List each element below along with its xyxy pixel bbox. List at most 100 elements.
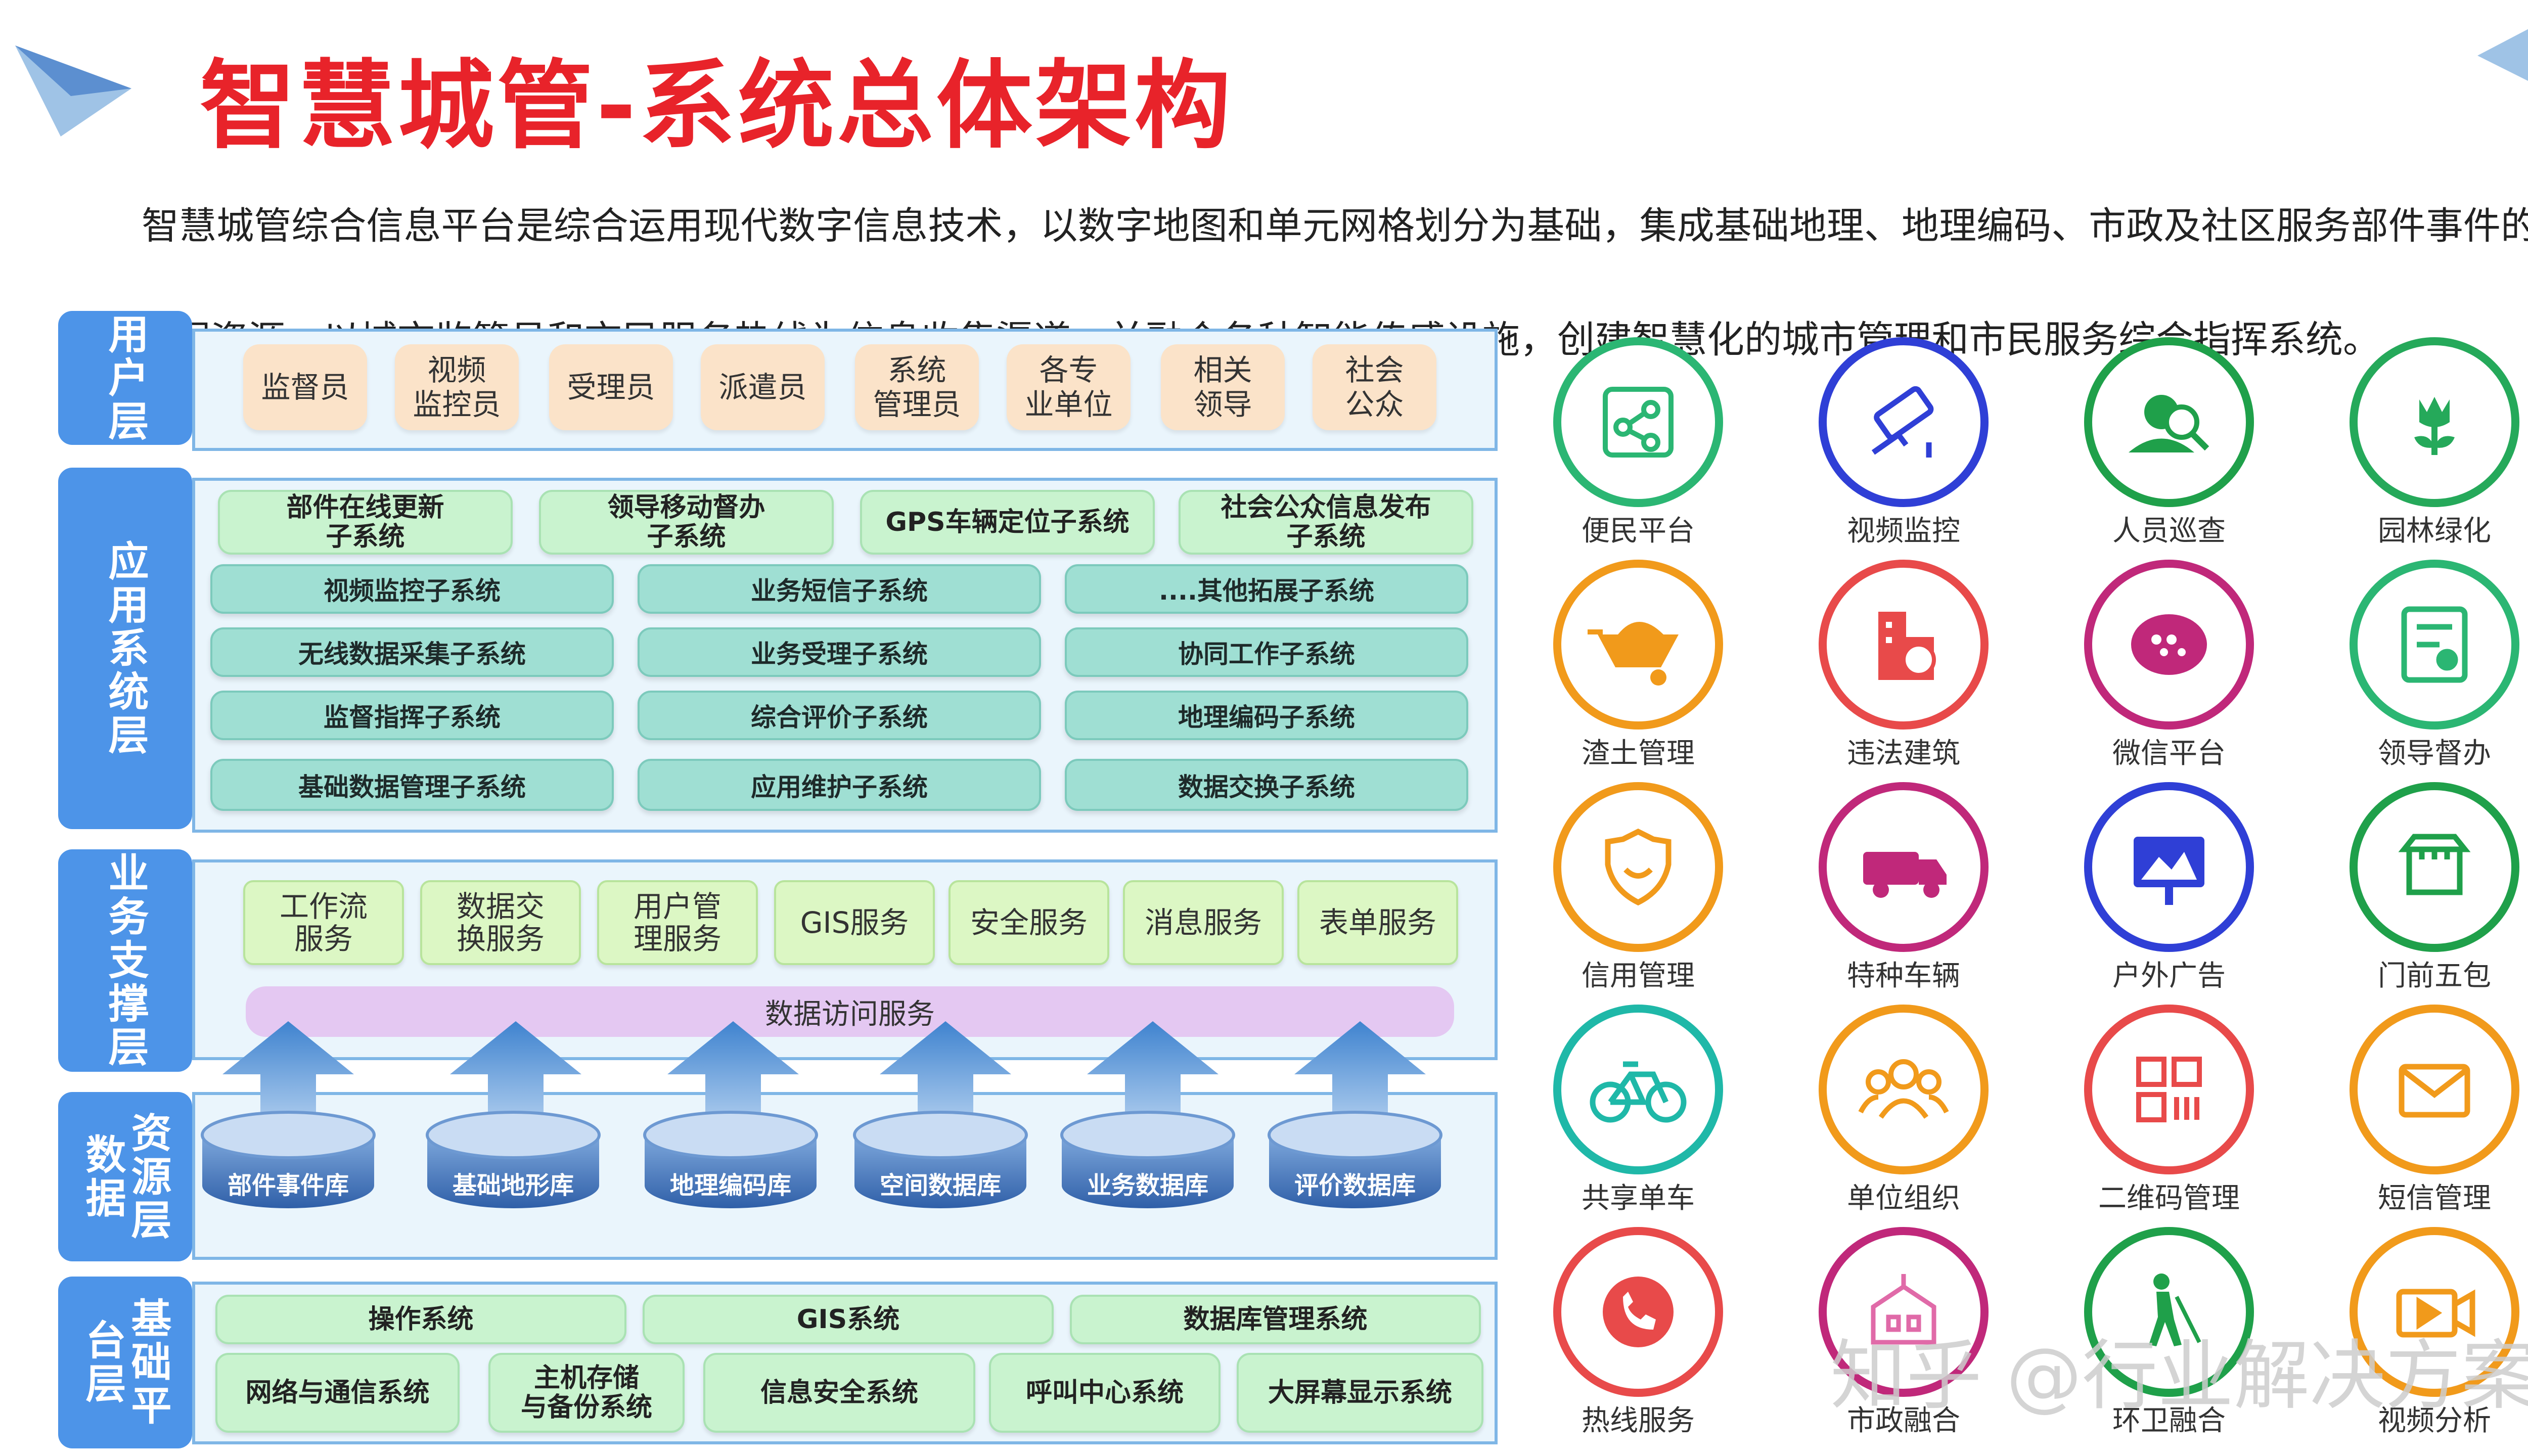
upward-arrow: [667, 1021, 799, 1138]
data-access-service: 数据访问服务: [246, 986, 1454, 1037]
storefront-icon: [2398, 834, 2471, 895]
feature-item[interactable]: 短信管理: [2313, 998, 2528, 1221]
bicycle-icon: [1590, 1061, 1687, 1123]
layer-body-app: 部件在线更新 子系统 领导移动督办 子系统 GPS车辆定位子系统 社会公众信息发…: [192, 478, 1498, 833]
app-subsystem: ....其他拓展子系统: [1065, 564, 1468, 614]
app-subsystem: 业务受理子系统: [638, 627, 1041, 677]
feature-label: 视频分析: [2378, 1404, 2491, 1437]
base-system: GIS系统: [643, 1295, 1054, 1344]
feature-label: 人员巡查: [2112, 515, 2226, 548]
feature-item[interactable]: 特种车辆: [1782, 776, 2025, 998]
layer-body-user: 监督员 视频 监控员 受理员 派遣员 系统 管理员 各专 业单位 相关 领导 社…: [192, 329, 1498, 451]
app-subsystem: 综合评价子系统: [638, 691, 1041, 740]
feature-label: 市政融合: [1847, 1404, 1960, 1437]
sweeper-icon: [2149, 1273, 2201, 1346]
base-system: 网络与通信系统: [215, 1353, 460, 1433]
feature-item[interactable]: 视频监控: [1782, 331, 2025, 554]
user-role: 受理员: [549, 344, 673, 430]
database-cylinder: [201, 1111, 376, 1208]
biz-service: 工作流 服务: [243, 880, 404, 965]
camera-icon: [1871, 386, 1934, 458]
feature-item[interactable]: 渣土管理: [1517, 554, 1759, 776]
feature-item[interactable]: 违法建筑: [1782, 554, 2025, 776]
upward-arrow: [222, 1021, 354, 1138]
feature-icon-grid: 便民平台 视频监控 人员巡查 园林绿化: [1517, 324, 2528, 1456]
person-search-icon: [2129, 395, 2209, 452]
feature-item[interactable]: 门前五包: [2313, 776, 2528, 998]
user-role: 社会 公众: [1313, 344, 1436, 430]
feature-label: 违法建筑: [1847, 737, 1960, 770]
feature-item[interactable]: 信用管理: [1517, 776, 1759, 998]
corner-decoration-right: [2467, 0, 2528, 106]
base-system: 大屏幕显示系统: [1237, 1353, 1483, 1433]
layer-label-user: 用户层: [58, 311, 192, 445]
user-role: 系统 管理员: [855, 344, 979, 430]
app-subsystem: 社会公众信息发布 子系统: [1179, 490, 1473, 555]
database-cylinder: [426, 1111, 601, 1208]
layer-label-data-b: 数据: [79, 1133, 126, 1220]
group-icon: [1858, 1059, 1949, 1119]
feature-item[interactable]: 市政融合: [1782, 1221, 2025, 1443]
layer-label-data-a: 资源层: [124, 1111, 172, 1242]
biz-service: 表单服务: [1297, 880, 1458, 965]
feature-label: 环卫融合: [2112, 1404, 2226, 1437]
database-label: 业务数据库: [1087, 1171, 1208, 1200]
feature-item[interactable]: 户外广告: [2048, 776, 2290, 998]
feature-label: 微信平台: [2112, 737, 2226, 770]
app-subsystem: 数据交换子系统: [1065, 759, 1468, 811]
feature-item[interactable]: 二维码管理: [2048, 998, 2290, 1221]
app-subsystem: 无线数据采集子系统: [210, 627, 614, 677]
layer-body-base: 操作系统 GIS系统 数据库管理系统 网络与通信系统 主机存储 与备份系统 信息…: [192, 1282, 1498, 1444]
feature-label: 便民平台: [1582, 515, 1695, 548]
data-flow-graphic: [201, 1021, 1442, 1208]
feature-item[interactable]: 园林绿化: [2313, 331, 2528, 554]
feature-item[interactable]: 视频分析: [2313, 1221, 2528, 1443]
feature-item[interactable]: 环卫融合: [2048, 1221, 2290, 1443]
feature-label: 信用管理: [1582, 960, 1695, 992]
database-cylinder: [1268, 1111, 1442, 1208]
building-icon: [1878, 612, 1936, 680]
feature-item[interactable]: 便民平台: [1517, 331, 1759, 554]
layer-label-data: 数据 资源层: [58, 1092, 192, 1261]
biz-service: 消息服务: [1123, 880, 1284, 965]
feature-item[interactable]: 人员巡查: [2048, 331, 2290, 554]
truck-icon: [1863, 852, 1947, 898]
app-subsystem: 基础数据管理子系统: [210, 759, 614, 811]
base-system: 主机存储 与备份系统: [488, 1353, 685, 1433]
database-label: 评价数据库: [1294, 1171, 1416, 1200]
layer-label-app: 应用系统层: [58, 468, 192, 829]
corner-decoration-left: [15, 40, 131, 136]
app-subsystem: 地理编码子系统: [1065, 691, 1468, 740]
phone-icon: [1603, 1277, 1674, 1347]
layer-body-biz: 工作流 服务 数据交 换服务 用户管 理服务 GIS服务 安全服务 消息服务 表…: [192, 859, 1498, 1060]
feature-label: 渣土管理: [1582, 737, 1695, 770]
database-label: 基础地形库: [452, 1171, 574, 1200]
app-subsystem: 业务短信子系统: [638, 564, 1041, 614]
feature-label: 园林绿化: [2378, 515, 2491, 548]
database-cylinder: [643, 1111, 818, 1208]
feature-item[interactable]: 单位组织: [1782, 998, 2025, 1221]
feature-label: 共享单车: [1582, 1182, 1695, 1215]
feature-item[interactable]: 热线服务: [1517, 1221, 1759, 1443]
user-role: 监督员: [243, 344, 367, 430]
app-subsystem: 应用维护子系统: [638, 759, 1041, 811]
feature-label: 门前五包: [2378, 960, 2491, 992]
layer-label-base: 基础平台层: [58, 1277, 192, 1448]
wechat-icon: [2131, 614, 2207, 675]
base-system: 信息安全系统: [703, 1353, 975, 1433]
upward-arrow: [450, 1021, 581, 1138]
video-icon: [2396, 1289, 2475, 1338]
feature-item[interactable]: 微信平台: [2048, 554, 2290, 776]
feature-label: 二维码管理: [2098, 1182, 2240, 1215]
app-subsystem: 部件在线更新 子系统: [218, 490, 513, 555]
app-subsystem: 领导移动督办 子系统: [539, 490, 834, 555]
database-cylinder: [1060, 1111, 1235, 1208]
feature-item[interactable]: 共享单车: [1517, 998, 1759, 1221]
database-label: 部件事件库: [227, 1171, 349, 1200]
feature-label: 单位组织: [1847, 1182, 1960, 1215]
feature-label: 领导督办: [2378, 737, 2491, 770]
biz-service: 数据交 换服务: [420, 880, 581, 965]
feature-item[interactable]: 领导督办: [2313, 554, 2528, 776]
app-subsystem: GPS车辆定位子系统: [860, 490, 1155, 555]
billboard-icon: [2134, 837, 2204, 905]
